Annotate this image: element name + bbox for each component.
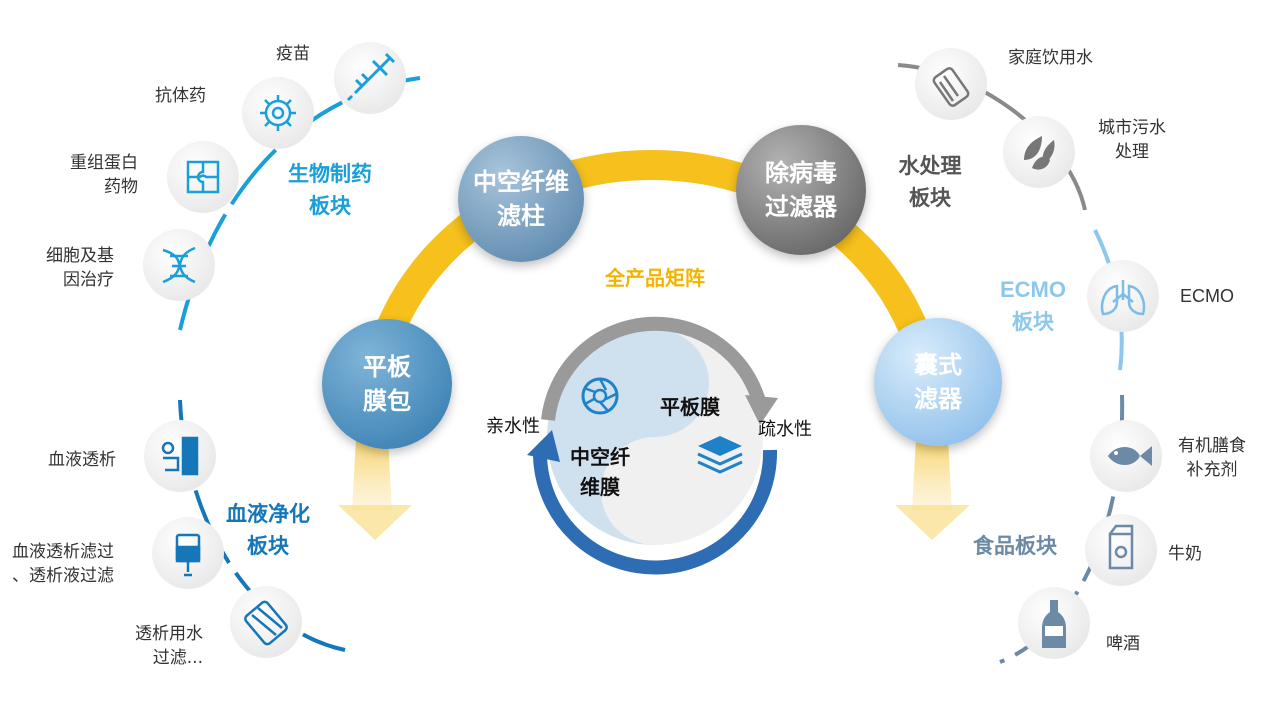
arc-arrowhead-left: [338, 505, 412, 540]
ecmo-title-line2: 板块: [1012, 310, 1054, 334]
dna-icon: [162, 246, 196, 284]
hollow-fiber-membrane-label: 中空纤 维膜: [570, 445, 630, 499]
beer-bottle-icon: [1042, 600, 1066, 648]
label-ecmo: ECMO: [1180, 286, 1234, 306]
fish-icon: [1108, 446, 1152, 466]
label-antibody-drug: 抗体药: [155, 86, 206, 106]
product-flat-membrane-pack-label: 平板 膜包: [363, 353, 411, 415]
hydrophobic-label: 疏水性: [758, 419, 812, 440]
layers-icon: [697, 436, 743, 474]
label-municipal-sewage: 城市污水 处理: [1098, 118, 1166, 162]
hydrophilic-cycle-arrow: [533, 449, 778, 575]
protein-puzzle-icon: [186, 160, 220, 194]
lungs-icon: [1100, 280, 1146, 316]
water-bottle-icon: [932, 67, 970, 107]
water-title: 水处理 板块: [898, 154, 962, 210]
blood-title: 血液净化 板块: [226, 502, 310, 558]
flat-membrane-label: 平板膜: [660, 395, 720, 419]
center-title: 全产品矩阵: [605, 266, 705, 290]
product-matrix-arc: [357, 150, 947, 421]
dialysis-machine-icon: [161, 436, 199, 476]
product-flat-membrane-pack: 平板 膜包: [322, 319, 452, 449]
label-hemodialysis: 血液透析: [48, 450, 116, 470]
hydrophilic-label: 亲水性: [486, 416, 540, 437]
label-beer: 啤酒: [1106, 634, 1140, 654]
label-hemodiafiltration: 血液透析滤过 、透析液过滤: [12, 542, 114, 586]
biopharma-title: 生物制药 板块: [288, 162, 372, 218]
ecmo-title: ECMO 板块: [988, 274, 1078, 338]
product-virus-filter-label: 除病毒 过滤器: [765, 159, 837, 221]
arc-arrowhead-right: [895, 505, 970, 540]
membrane-core: [527, 316, 778, 575]
label-dialysis-water-filtration: 透析用水 过滤...: [135, 624, 203, 668]
label-household-drinking-water: 家庭饮用水: [1008, 48, 1093, 68]
label-organic-dietary-supplement: 有机膳食 补充剂: [1178, 436, 1246, 480]
syringe-icon: [346, 52, 396, 102]
aperture-icon: [581, 377, 619, 415]
ecmo-title-line1: ECMO: [1000, 277, 1066, 302]
product-capsule-filter: 囊式 滤器: [874, 318, 1002, 446]
product-capsule-filter-label: 囊式 滤器: [914, 351, 962, 413]
hydrophobic-cycle-arrow: [541, 316, 767, 421]
label-milk: 牛奶: [1168, 544, 1202, 564]
food-title: 食品板块: [973, 534, 1057, 558]
leaf-drop-icon: [1024, 136, 1055, 170]
product-hollow-fiber-column: 中空纤维 滤柱: [458, 136, 584, 262]
label-vaccine: 疫苗: [276, 44, 310, 64]
label-cell-gene-therapy: 细胞及基 因治疗: [46, 246, 114, 290]
product-virus-filter: 除病毒 过滤器: [736, 125, 866, 255]
product-hollow-fiber-column-label: 中空纤维 滤柱: [473, 168, 569, 230]
virus-icon: [260, 95, 296, 131]
milk-carton-icon: [1108, 524, 1134, 570]
filter-cartridge-icon: [244, 600, 288, 646]
iv-bag-icon: [175, 533, 201, 577]
label-recombinant-protein: 重组蛋白 药物: [70, 153, 138, 197]
